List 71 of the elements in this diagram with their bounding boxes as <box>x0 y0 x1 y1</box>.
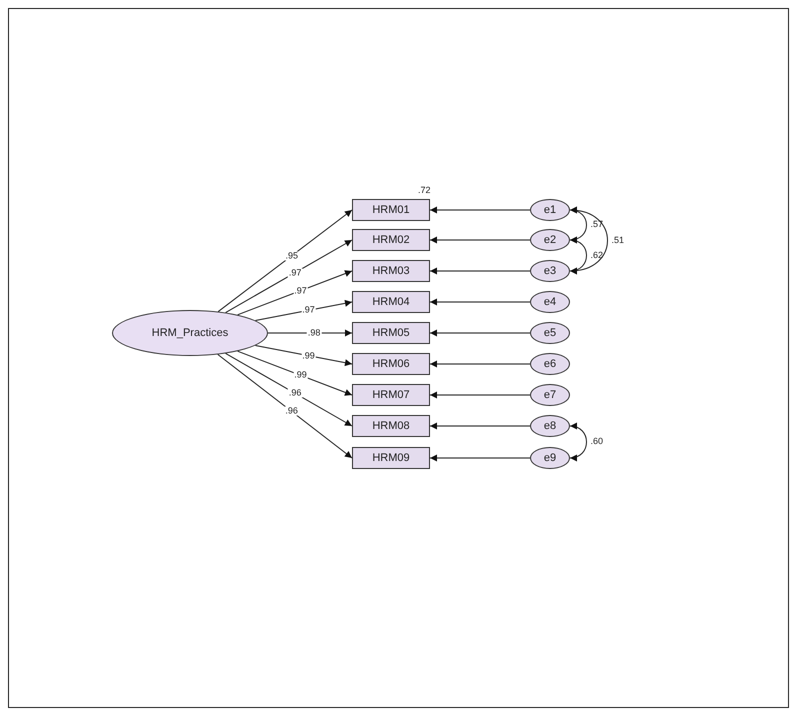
error-term-ellipse <box>530 415 570 437</box>
observed-variable-box <box>352 353 430 375</box>
covariance-arrow <box>570 207 608 274</box>
observed-variable-box <box>352 229 430 251</box>
observed-variable-box <box>352 291 430 313</box>
observed-variable-box <box>352 322 430 344</box>
arrow <box>430 422 530 430</box>
variable-name: HRM06 <box>372 358 410 370</box>
error-term-ellipse <box>530 260 570 282</box>
edge-label: .96 <box>288 388 302 398</box>
edge-label: .60 <box>590 437 604 446</box>
edge-label: .95 <box>284 251 300 260</box>
error-term-ellipse <box>530 322 570 344</box>
arrow <box>430 454 530 462</box>
arrow <box>225 240 352 314</box>
arrow <box>225 352 352 426</box>
variable-name: HRM08 <box>372 420 410 432</box>
arrow <box>430 392 530 398</box>
arrow <box>430 330 530 336</box>
arrow <box>430 360 530 368</box>
observed-variable-box <box>352 384 430 406</box>
error-term-ellipse <box>530 353 570 375</box>
variable-name: e6 <box>544 358 556 370</box>
edge-label: .98 <box>306 328 322 338</box>
observed-variable-box <box>352 199 430 221</box>
arrow <box>237 270 352 316</box>
edge-label: .97 <box>288 268 302 278</box>
observed-variable-box <box>352 260 430 282</box>
edge-label: .99 <box>301 351 316 360</box>
variable-name: HRM09 <box>372 452 410 464</box>
variable-name: HRM07 <box>372 389 410 401</box>
variable-name: e1 <box>544 204 556 216</box>
edge-label: .99 <box>293 370 308 380</box>
variable-name: HRM04 <box>372 296 410 308</box>
arrow <box>217 354 352 458</box>
variable-name: HRM01 <box>372 204 410 216</box>
edge-label: .57 <box>590 220 604 229</box>
arrow <box>254 300 352 321</box>
variable-name: HRM03 <box>372 265 410 277</box>
observed-variable-box <box>352 415 430 437</box>
error-term-ellipse <box>530 384 570 406</box>
r-squared-value: .72 <box>418 186 431 195</box>
arrow <box>254 345 352 366</box>
arrow <box>268 330 352 336</box>
edge-label: .97 <box>293 286 308 296</box>
arrow <box>237 350 352 396</box>
variable-name: e2 <box>544 234 556 246</box>
variable-name: HRM02 <box>372 234 410 246</box>
edge-label: .97 <box>301 306 316 315</box>
covariance-arrow <box>570 423 587 461</box>
error-term-ellipse <box>530 199 570 221</box>
arrow <box>430 206 530 214</box>
error-term-ellipse <box>530 229 570 251</box>
variable-name: e5 <box>544 327 556 339</box>
edge-label: .96 <box>284 406 299 416</box>
arrow <box>218 210 352 312</box>
edge-label: .62 <box>590 250 604 260</box>
variable-name: e9 <box>544 452 556 464</box>
variable-name: e8 <box>544 420 556 432</box>
variable-name: e4 <box>544 296 556 308</box>
error-term-ellipse <box>530 291 570 313</box>
edge-label: .51 <box>612 236 624 244</box>
arrow <box>430 268 530 274</box>
variable-name: e3 <box>544 265 556 277</box>
observed-variable-box <box>352 447 430 469</box>
arrow <box>430 298 530 306</box>
arrow <box>430 236 530 244</box>
variable-name: HRM05 <box>372 327 410 339</box>
variable-name: HRM_Practices <box>152 327 228 339</box>
variable-name: e7 <box>544 389 556 401</box>
error-term-ellipse <box>530 447 570 469</box>
